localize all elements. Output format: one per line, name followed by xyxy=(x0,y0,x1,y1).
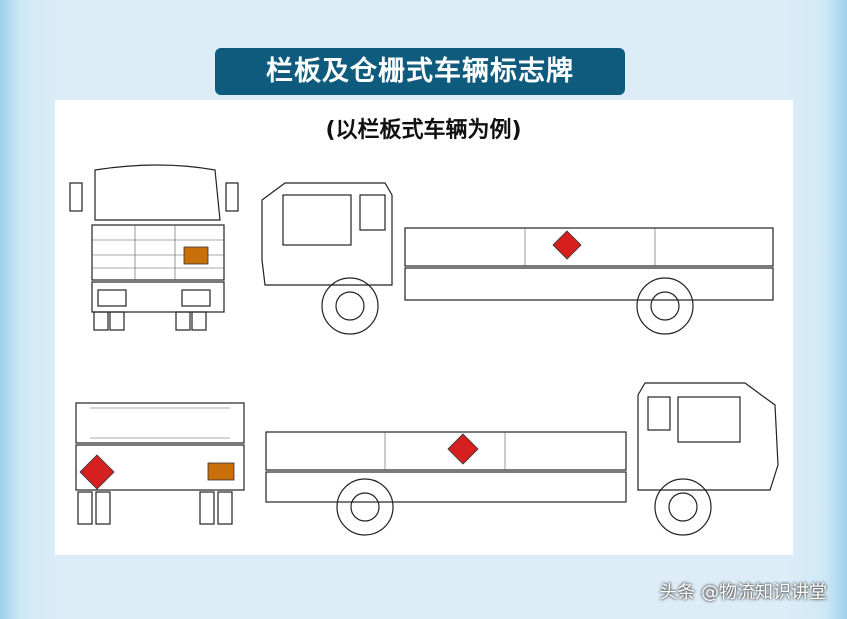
orange-placard-front xyxy=(183,246,209,265)
red-diamond-placard-side1 xyxy=(552,230,582,260)
truck-rear-view xyxy=(75,402,245,525)
truck-side-view-cab-right xyxy=(265,382,779,536)
slide-title: 栏板及仓栅式车辆标志牌 xyxy=(215,48,625,95)
watermark: 头条 @物流知识讲堂 xyxy=(659,582,827,603)
diagram-panel xyxy=(55,100,793,555)
orange-placard-rear xyxy=(207,462,235,481)
red-diamond-placard-rear xyxy=(79,454,115,490)
red-diamond-placard-side2 xyxy=(447,433,479,465)
slide-subtitle: (以栏板式车辆为例) xyxy=(325,118,522,143)
truck-side-view-cab-left xyxy=(261,182,774,335)
truck-front-view xyxy=(69,164,239,331)
